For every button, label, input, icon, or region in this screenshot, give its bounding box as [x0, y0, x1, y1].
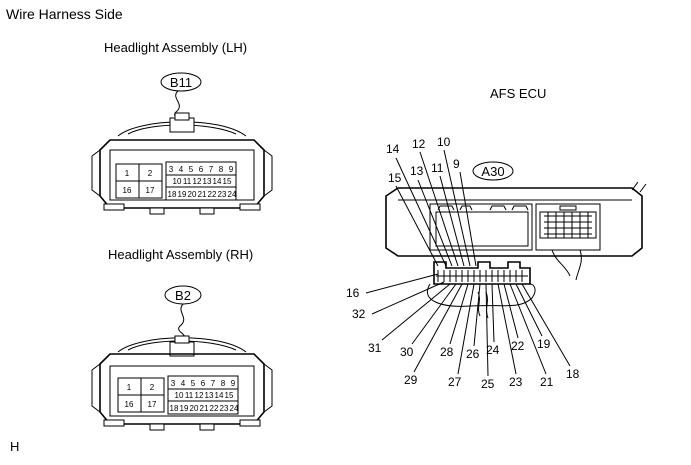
connector-code-b11: B11 — [170, 75, 192, 90]
ecu-left-pin-labels: 16 32 31 30 29 28 27 26 25 — [346, 286, 495, 391]
svg-text:23: 23 — [509, 375, 523, 389]
lh-small-pin-labels: 3 4 5 6 7 8 9 10 11 12 13 14 15 18 19 20… — [168, 165, 237, 199]
rh-pin-1: 1 — [127, 383, 132, 392]
svg-text:14: 14 — [213, 177, 222, 186]
svg-text:24: 24 — [228, 190, 237, 199]
svg-text:14: 14 — [215, 391, 224, 400]
svg-text:24: 24 — [486, 343, 500, 357]
svg-text:27: 27 — [448, 375, 462, 389]
rh-small-pin-labels: 3 4 5 6 7 8 9 10 11 12 13 14 15 18 19 20… — [170, 379, 239, 413]
afs-ecu: AFS ECU A30 15 14 13 12 11 10 — [346, 86, 647, 391]
rh-pin-16: 16 — [125, 400, 134, 409]
svg-text:19: 19 — [180, 404, 189, 413]
svg-text:15: 15 — [223, 177, 232, 186]
svg-text:12: 12 — [195, 391, 204, 400]
afs-ecu-title: AFS ECU — [490, 86, 546, 101]
svg-text:4: 4 — [179, 165, 184, 174]
headlight-lh-title: Headlight Assembly (LH) — [104, 40, 247, 55]
svg-text:23: 23 — [218, 190, 227, 199]
svg-text:29: 29 — [404, 373, 418, 387]
svg-text:8: 8 — [219, 165, 224, 174]
svg-text:13: 13 — [203, 177, 212, 186]
svg-text:22: 22 — [208, 190, 217, 199]
svg-text:5: 5 — [191, 379, 196, 388]
svg-text:25: 25 — [481, 377, 495, 391]
svg-text:28: 28 — [440, 345, 454, 359]
svg-text:30: 30 — [400, 345, 414, 359]
lh-pin-16: 16 — [123, 186, 132, 195]
svg-text:16: 16 — [346, 286, 360, 300]
svg-text:8: 8 — [221, 379, 226, 388]
svg-text:31: 31 — [368, 341, 382, 355]
svg-text:22: 22 — [210, 404, 219, 413]
svg-text:19: 19 — [178, 190, 187, 199]
lh-pin-1: 1 — [125, 169, 130, 178]
svg-text:18: 18 — [566, 367, 580, 381]
svg-text:11: 11 — [185, 391, 194, 400]
svg-text:15: 15 — [388, 171, 402, 185]
svg-text:3: 3 — [171, 379, 176, 388]
svg-text:7: 7 — [209, 165, 214, 174]
svg-text:21: 21 — [198, 190, 207, 199]
svg-text:11: 11 — [183, 177, 192, 186]
svg-text:23: 23 — [220, 404, 229, 413]
svg-text:5: 5 — [189, 165, 194, 174]
svg-text:19: 19 — [537, 337, 551, 351]
svg-text:22: 22 — [511, 339, 525, 353]
footer-mark: H — [10, 439, 19, 454]
svg-text:32: 32 — [352, 307, 366, 321]
svg-text:21: 21 — [540, 375, 554, 389]
svg-text:4: 4 — [181, 379, 186, 388]
svg-text:14: 14 — [386, 142, 400, 156]
svg-text:10: 10 — [173, 177, 182, 186]
svg-text:10: 10 — [175, 391, 184, 400]
svg-text:10: 10 — [437, 135, 451, 149]
connector-code-badge — [160, 72, 202, 92]
svg-text:3: 3 — [169, 165, 174, 174]
page-title: Wire Harness Side — [6, 6, 123, 22]
connector-code-badge — [472, 161, 514, 181]
svg-text:13: 13 — [205, 391, 214, 400]
svg-text:24: 24 — [230, 404, 239, 413]
svg-text:6: 6 — [199, 165, 204, 174]
svg-text:13: 13 — [410, 164, 424, 178]
svg-text:15: 15 — [225, 391, 234, 400]
ecu-top-pin-labels: 15 14 13 12 11 10 9 — [386, 135, 460, 185]
svg-text:26: 26 — [466, 347, 480, 361]
connector-code-a30: A30 — [481, 164, 504, 179]
rh-pin-2: 2 — [150, 383, 155, 392]
svg-text:12: 12 — [412, 137, 426, 151]
svg-text:12: 12 — [193, 177, 202, 186]
connector-code-b2: B2 — [175, 288, 191, 303]
svg-text:9: 9 — [453, 157, 460, 171]
svg-text:20: 20 — [188, 190, 197, 199]
svg-text:9: 9 — [229, 165, 234, 174]
lh-pin-2: 2 — [148, 169, 153, 178]
lh-pin-17: 17 — [146, 186, 155, 195]
svg-text:18: 18 — [170, 404, 179, 413]
ecu-right-pin-labels: 24 23 22 21 19 18 — [486, 337, 580, 389]
headlight-lh-connector: Headlight Assembly (LH) B11 1 2 16 17 3 … — [91, 40, 273, 215]
svg-text:9: 9 — [231, 379, 236, 388]
svg-text:20: 20 — [190, 404, 199, 413]
headlight-rh-connector: Headlight Assembly (RH) B2 1 2 16 17 3 4… — [91, 247, 273, 431]
rh-pin-17: 17 — [148, 400, 157, 409]
svg-text:6: 6 — [201, 379, 206, 388]
svg-text:18: 18 — [168, 190, 177, 199]
headlight-rh-title: Headlight Assembly (RH) — [108, 247, 253, 262]
svg-text:11: 11 — [431, 161, 444, 175]
svg-text:7: 7 — [211, 379, 216, 388]
svg-text:21: 21 — [200, 404, 209, 413]
